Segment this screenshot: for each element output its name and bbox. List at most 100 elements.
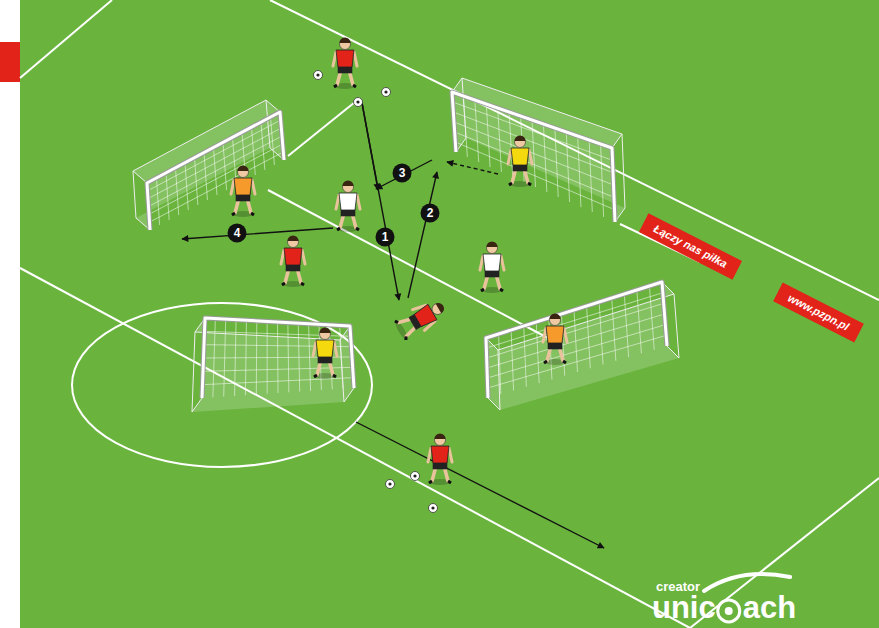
player xyxy=(333,38,357,90)
player-head xyxy=(487,243,498,254)
net-frame xyxy=(498,294,674,350)
net-frame xyxy=(344,388,354,402)
callout-circle xyxy=(393,164,412,183)
player-hair xyxy=(515,136,526,142)
logo-ball-centre xyxy=(725,607,733,615)
player-hair xyxy=(436,301,446,313)
player-head xyxy=(343,182,354,193)
banner-flag: Łączy nas piłka xyxy=(639,213,742,279)
callout-number: 4 xyxy=(227,223,247,243)
player-head xyxy=(340,39,351,50)
net-frame xyxy=(667,346,679,358)
goal-post xyxy=(452,92,615,222)
callout-circle xyxy=(421,204,440,223)
goal-post xyxy=(147,112,284,230)
net-frame xyxy=(195,332,340,340)
ball-patch xyxy=(356,100,359,103)
callout-text: 2 xyxy=(420,203,440,223)
player-boots xyxy=(314,375,336,377)
callout-number: 1 xyxy=(375,227,395,247)
net-mesh xyxy=(203,378,354,385)
net-frame xyxy=(133,100,266,171)
logo-ball-ring xyxy=(718,600,740,622)
player-shirt xyxy=(511,148,529,165)
pitch-line xyxy=(20,268,690,628)
player-head xyxy=(320,329,331,340)
player-hair xyxy=(320,328,331,334)
goal xyxy=(452,78,625,222)
banner-text: www.pzpn.pl xyxy=(785,291,850,333)
ball-body xyxy=(429,504,438,513)
ball-patch xyxy=(388,482,391,485)
player-boots xyxy=(395,320,408,340)
logo-word: ach xyxy=(743,590,796,626)
player-hair xyxy=(288,236,299,242)
callout-text: 3 xyxy=(392,163,412,183)
player-hair xyxy=(340,38,351,44)
player-head xyxy=(430,301,445,316)
net-frame xyxy=(133,171,147,183)
callout-text: 1 xyxy=(375,227,395,247)
player-hair xyxy=(343,181,354,187)
goal-net xyxy=(486,282,679,410)
net-frame xyxy=(133,171,136,218)
ball-patch xyxy=(316,73,319,76)
player xyxy=(336,181,360,233)
ball-body xyxy=(382,88,391,97)
goal xyxy=(486,282,679,410)
net-frame xyxy=(340,340,344,402)
player xyxy=(393,295,450,342)
player-shirt xyxy=(431,446,449,463)
callout-circle xyxy=(228,224,247,243)
player-shirt xyxy=(546,326,564,343)
pitch-lines xyxy=(20,0,879,628)
ball-patch xyxy=(431,506,434,509)
player-head xyxy=(550,315,561,326)
player-boots xyxy=(544,361,566,363)
player-hair xyxy=(238,166,249,172)
net-mesh xyxy=(487,314,665,368)
ball xyxy=(354,98,363,107)
ball xyxy=(382,88,391,97)
player-boots xyxy=(232,213,254,215)
player-shirt xyxy=(483,254,501,271)
player-boots xyxy=(481,289,503,291)
ball-patch xyxy=(384,90,387,93)
player-shirt xyxy=(336,50,354,67)
ball xyxy=(314,71,323,80)
player-boots xyxy=(334,85,356,87)
net-mesh xyxy=(149,144,283,214)
ball-body xyxy=(411,472,420,481)
player xyxy=(281,236,305,288)
corner-tag xyxy=(0,42,20,82)
net-frame xyxy=(612,134,622,148)
ball xyxy=(429,504,438,513)
goal-post xyxy=(202,318,354,398)
goal-net xyxy=(133,100,284,230)
callout-number: 2 xyxy=(420,203,440,223)
goal-post-shade xyxy=(486,282,667,398)
goal-post-shade xyxy=(202,318,354,398)
pass-arrow xyxy=(447,162,498,174)
pitch-line xyxy=(270,0,879,300)
player-head xyxy=(515,137,526,148)
player-hair xyxy=(550,314,561,320)
pass-arrow xyxy=(376,160,432,189)
ball xyxy=(411,472,420,481)
player-shirt xyxy=(234,178,252,195)
net-mesh xyxy=(150,152,284,222)
ball-body xyxy=(314,71,323,80)
pass-arrow xyxy=(182,228,333,239)
goal-net xyxy=(452,78,625,222)
player xyxy=(313,328,337,380)
net-frame xyxy=(622,134,625,208)
net-frame xyxy=(462,78,466,138)
player-shirt xyxy=(284,248,302,265)
goal-post-shade xyxy=(147,112,284,230)
pitch-line xyxy=(690,478,879,628)
callout-circle xyxy=(376,228,395,247)
player xyxy=(428,434,452,486)
